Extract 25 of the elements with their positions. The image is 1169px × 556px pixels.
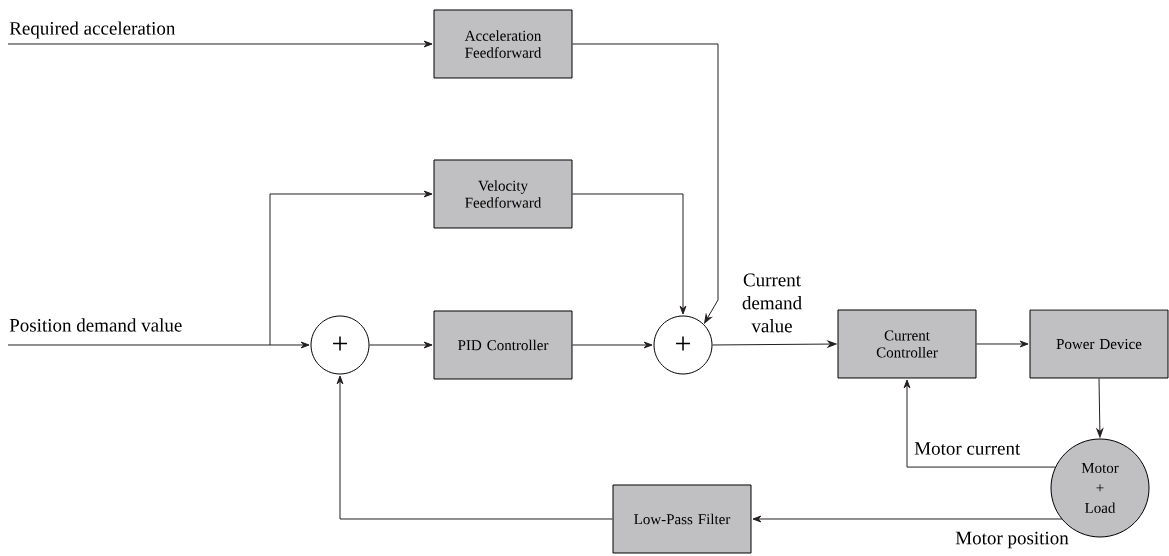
process-box: Power Device: [1029, 309, 1169, 379]
process-box: Velocity Feedforward: [433, 159, 573, 229]
process-box: PID Controller: [433, 310, 573, 380]
edge-label: Current demand value: [736, 272, 808, 334]
arrow: [572, 341, 653, 349]
summing-junction: +: [310, 315, 370, 375]
process-box: Acceleration Feedforward: [433, 9, 573, 79]
arrow: [903, 379, 1056, 468]
arrow: [752, 515, 1063, 523]
arrow: [269, 190, 433, 346]
summing-junction: +: [653, 315, 713, 375]
arrow: [7, 40, 433, 48]
process-box: Low-Pass Filter: [612, 484, 752, 554]
process-box: Current Controller: [837, 309, 977, 379]
edge-label: Position demand value: [8, 317, 184, 333]
arrow: [1096, 378, 1104, 438]
edge-label: Required acceleration: [8, 20, 177, 40]
edge-label: Motor current: [913, 441, 1022, 456]
arrow: [7, 341, 310, 349]
arrow: [572, 193, 687, 315]
arrow: [369, 341, 433, 349]
arrow: [572, 43, 719, 324]
arrow: [712, 340, 837, 348]
arrow: [976, 340, 1029, 348]
arrow: [336, 375, 613, 520]
